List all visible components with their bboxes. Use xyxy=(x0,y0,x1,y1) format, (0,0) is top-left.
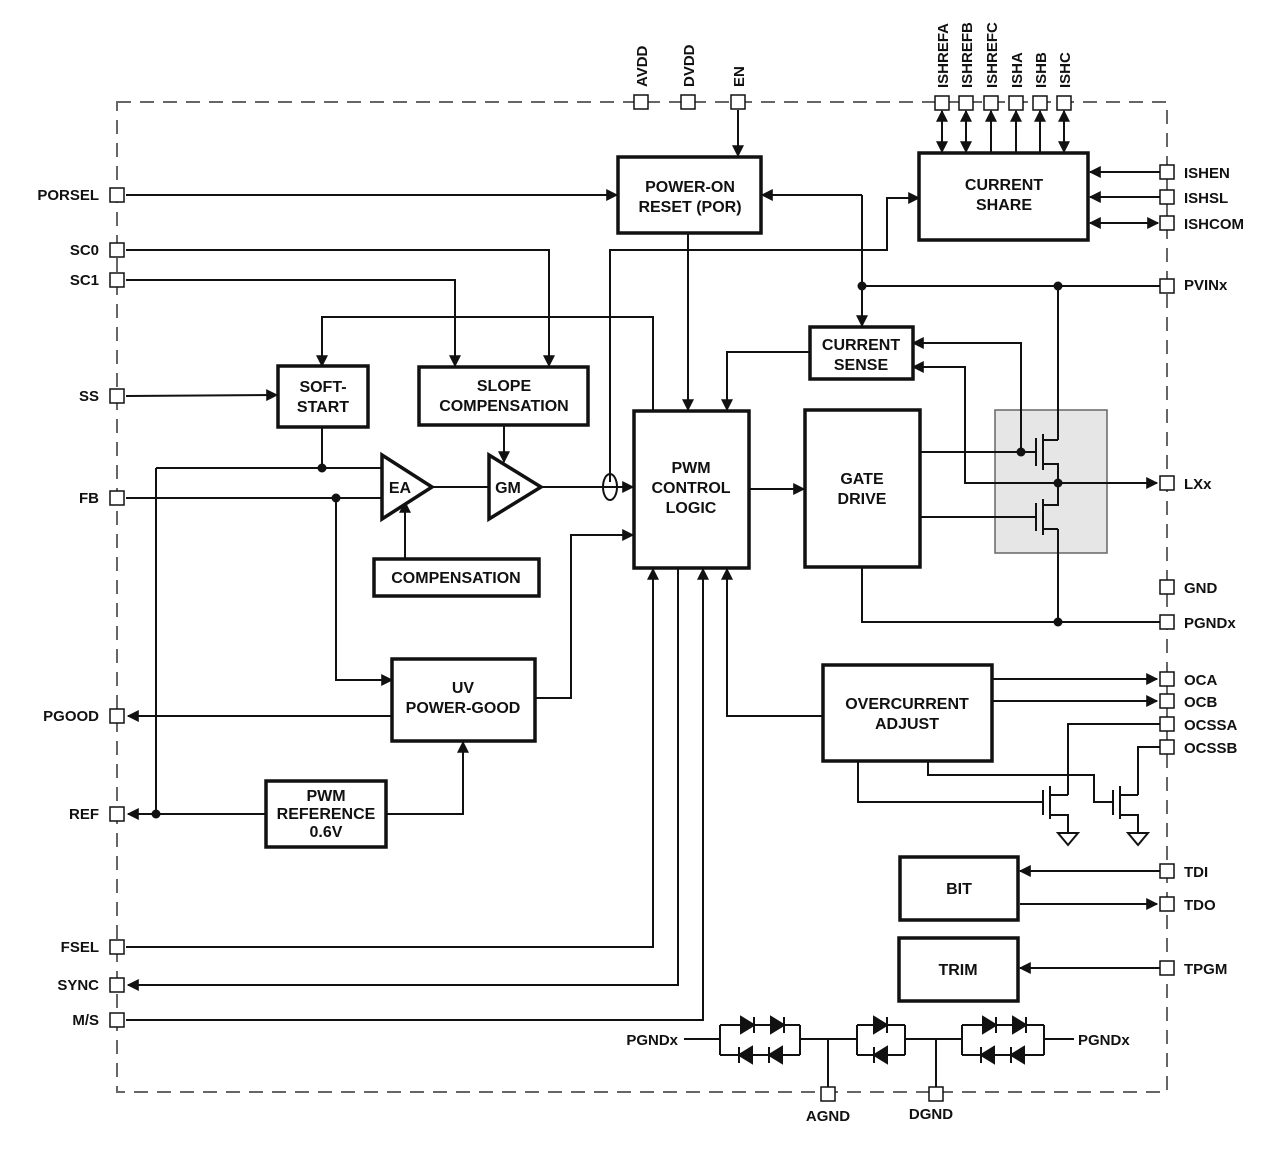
pin-fsel: FSEL xyxy=(61,939,99,956)
pin-ishc: ISHC xyxy=(1057,52,1074,88)
pin-squares xyxy=(109,94,1175,1102)
junction-dots xyxy=(151,281,1063,819)
overcurrent-label-1: OVERCURRENT xyxy=(845,696,969,713)
pin-ocssa: OCSSA xyxy=(1184,717,1238,734)
pin-isha: ISHA xyxy=(1009,52,1026,88)
block-pwm-reference: PWM REFERENCE 0.6V xyxy=(264,779,388,849)
ea-label: EA xyxy=(389,480,412,497)
pwm-ref-label-2: REFERENCE xyxy=(277,806,376,823)
pin-fb: FB xyxy=(79,490,99,507)
block-current-share: CURRENT SHARE xyxy=(917,151,1090,242)
transconductance-amplifier: GM xyxy=(487,451,545,523)
pin-tdi: TDI xyxy=(1184,864,1208,881)
pin-ms: M/S xyxy=(72,1012,99,1029)
block-slope-compensation: SLOPE COMPENSATION xyxy=(417,365,590,427)
pin-tdo: TDO xyxy=(1184,897,1216,914)
pin-ocb: OCB xyxy=(1184,694,1218,711)
block-por: POWER-ON RESET (POR) xyxy=(616,155,763,235)
pwm-logic-label-3: LOGIC xyxy=(666,500,717,517)
trim-label: TRIM xyxy=(938,962,977,979)
block-trim: TRIM xyxy=(897,936,1020,1003)
pin-sc0: SC0 xyxy=(70,242,99,259)
pin-pvinx: PVINx xyxy=(1184,277,1228,294)
soft-start-label-2: START xyxy=(297,399,349,416)
pin-gnd: GND xyxy=(1184,580,1218,597)
pin-ishrefa: ISHREFA xyxy=(935,23,952,88)
uv-pgood-label-2: POWER-GOOD xyxy=(406,700,521,717)
uv-pgood-label-1: UV xyxy=(452,680,475,697)
current-sense-label-1: CURRENT xyxy=(822,337,900,354)
gate-drive-label-2: DRIVE xyxy=(838,491,887,508)
overcurrent-label-2: ADJUST xyxy=(875,716,939,733)
power-fet-area xyxy=(994,409,1108,554)
pin-labels: AVDD DVDD EN ISHREFA ISHREFB ISHREFC ISH… xyxy=(37,22,1244,1125)
compensation-label: COMPENSATION xyxy=(391,570,520,587)
pwm-ref-label-1: PWM xyxy=(306,788,345,805)
pin-agnd: AGND xyxy=(806,1108,850,1125)
pwm-logic-label-2: CONTROL xyxy=(651,480,730,497)
pin-porsel: PORSEL xyxy=(37,187,99,204)
por-label-2: RESET (POR) xyxy=(638,199,741,216)
block-overcurrent-adjust: OVERCURRENT ADJUST xyxy=(821,663,994,763)
pin-dvdd: DVDD xyxy=(681,44,698,87)
high-side-fet xyxy=(1030,434,1059,483)
por-label-1: POWER-ON xyxy=(645,179,735,196)
pin-ishcom: ISHCOM xyxy=(1184,216,1244,233)
chip-boundary xyxy=(116,101,1168,1093)
block-pwm-control-logic: PWM CONTROL LOGIC xyxy=(632,409,751,570)
block-compensation: COMPENSATION xyxy=(372,557,541,598)
low-side-fet xyxy=(1030,483,1059,535)
pwm-logic-label-1: PWM xyxy=(671,460,710,477)
pin-lxx: LXx xyxy=(1184,476,1212,493)
pin-ishrefc: ISHREFC xyxy=(984,22,1001,88)
pin-ocssb: OCSSB xyxy=(1184,740,1238,757)
pin-ishen: ISHEN xyxy=(1184,165,1230,182)
ground-diodes xyxy=(684,1015,1074,1087)
current-sense-label-2: SENSE xyxy=(834,357,889,374)
pin-avdd: AVDD xyxy=(634,45,651,87)
pin-ishsl: ISHSL xyxy=(1184,190,1228,207)
pin-en: EN xyxy=(731,66,748,87)
block-bit: BIT xyxy=(898,855,1020,922)
error-amplifier: EA xyxy=(380,451,436,523)
current-share-label-1: CURRENT xyxy=(965,177,1043,194)
pin-ss: SS xyxy=(79,388,99,405)
block-soft-start: SOFT- START xyxy=(276,364,370,429)
pin-pgndx-right: PGNDx xyxy=(1184,615,1236,632)
slope-comp-label-2: COMPENSATION xyxy=(439,398,568,415)
pin-sc1: SC1 xyxy=(70,272,99,289)
pin-ishb: ISHB xyxy=(1033,52,1050,88)
pin-sync: SYNC xyxy=(57,977,99,994)
pwm-ref-label-3: 0.6V xyxy=(310,824,343,841)
wires xyxy=(125,109,1160,1021)
gate-drive-label-1: GATE xyxy=(840,471,884,488)
ocss-fet-a xyxy=(1042,786,1081,847)
soft-start-label-1: SOFT- xyxy=(299,379,346,396)
slope-comp-label-1: SLOPE xyxy=(477,378,532,395)
block-current-sense: CURRENT SENSE xyxy=(808,325,915,381)
pin-ref: REF xyxy=(69,806,99,823)
pin-ishrefb: ISHREFB xyxy=(959,22,976,88)
pin-pgndx-bottom-left: PGNDx xyxy=(626,1032,678,1049)
block-gate-drive: GATE DRIVE xyxy=(803,408,922,569)
pin-dgnd: DGND xyxy=(909,1106,953,1123)
pin-tpgm: TPGM xyxy=(1184,961,1227,978)
block-uv-power-good: UV POWER-GOOD xyxy=(390,657,537,743)
current-share-label-2: SHARE xyxy=(976,197,1032,214)
sense-ring xyxy=(602,473,618,501)
pin-pgndx-bottom-right: PGNDx xyxy=(1078,1032,1130,1049)
pin-pgood: PGOOD xyxy=(43,708,99,725)
gm-label: GM xyxy=(495,480,521,497)
pin-oca: OCA xyxy=(1184,672,1218,689)
bit-label: BIT xyxy=(946,881,972,898)
ocss-fet-b xyxy=(1112,786,1151,847)
